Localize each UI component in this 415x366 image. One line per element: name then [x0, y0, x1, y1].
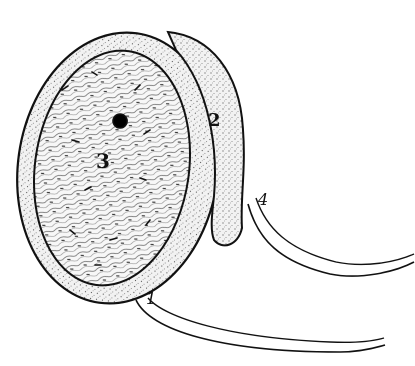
stalk-4-inner	[256, 198, 414, 264]
label-3: 3	[96, 149, 110, 173]
label-4: 4	[257, 190, 268, 209]
stalk-1	[136, 300, 385, 352]
label-1: 1	[146, 289, 156, 308]
stalk-1-inner	[148, 298, 384, 342]
stalk-4	[248, 204, 414, 276]
label-2: 2	[208, 110, 221, 131]
